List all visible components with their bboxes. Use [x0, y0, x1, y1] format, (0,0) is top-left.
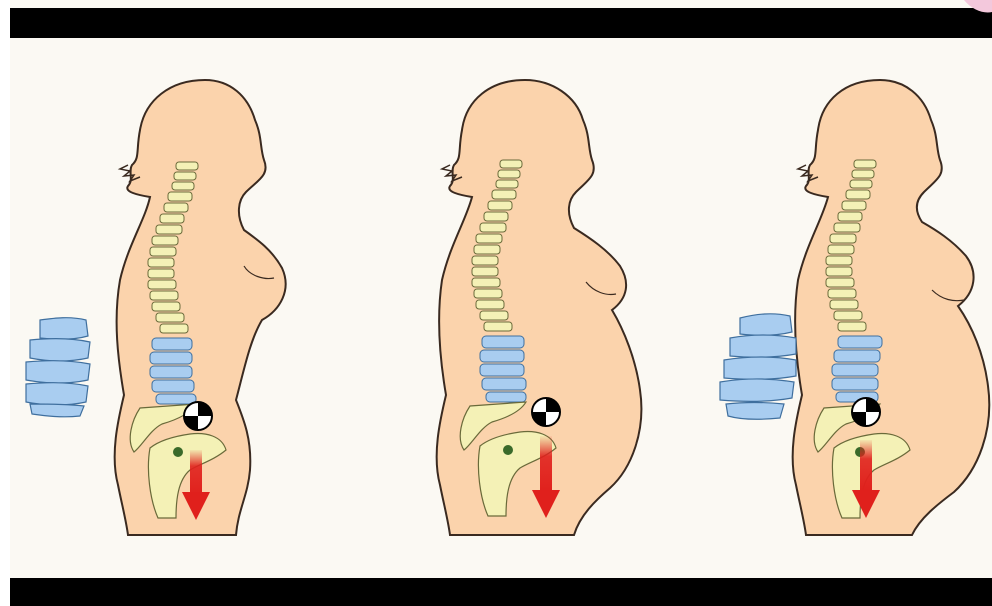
body-silhouette: [793, 80, 990, 535]
figure-panel-1: [115, 80, 286, 535]
figure-panel-2: [437, 80, 642, 535]
vertebra-inset-left: [26, 318, 90, 417]
center-of-gravity-icon: [532, 398, 560, 426]
center-of-gravity-icon: [852, 398, 880, 426]
body-silhouette: [437, 80, 642, 535]
center-of-gravity-icon: [184, 402, 212, 430]
vertebra-inset-right: [720, 314, 796, 419]
figure-panel-3: [793, 80, 990, 535]
lumbar-vertebrae: [832, 336, 882, 402]
